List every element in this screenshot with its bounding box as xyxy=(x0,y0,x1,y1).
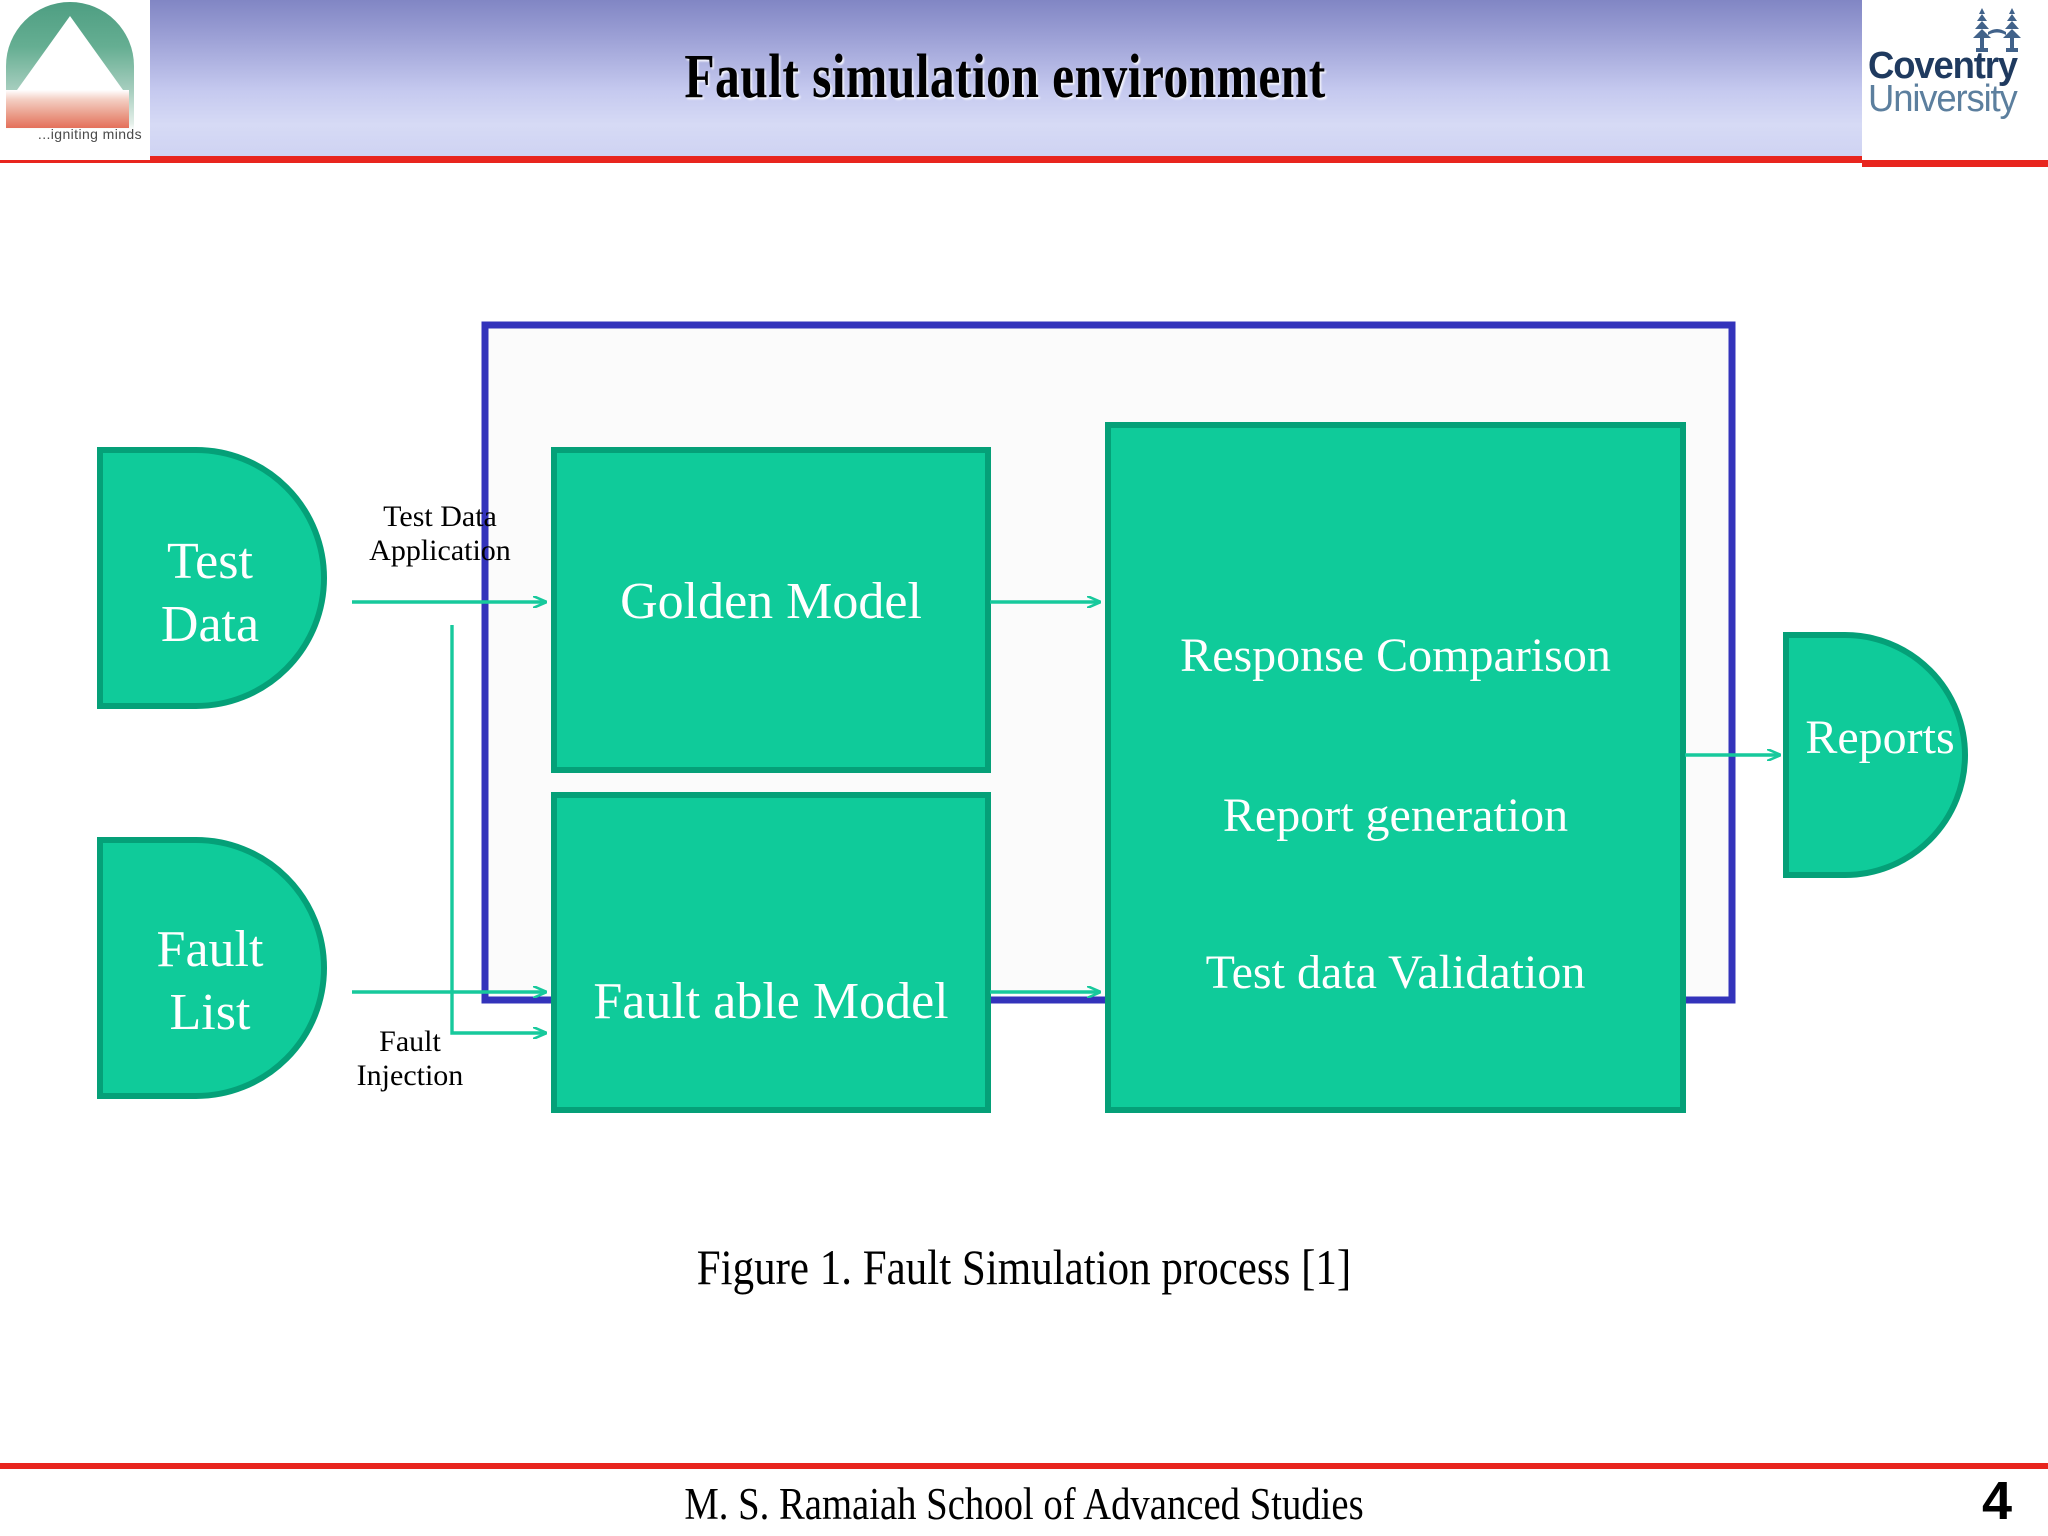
edge-label-fault-injection: Fault Injection xyxy=(356,1025,464,1092)
page-title: Fault simulation environment xyxy=(684,43,1326,111)
coventry-crest-icon xyxy=(1973,8,2021,52)
edge-test-data-branch-to-fault-able-model xyxy=(450,625,546,1033)
msrsas-logo: ...igniting minds xyxy=(0,0,150,160)
diagram-canvas xyxy=(97,321,1968,1113)
header-band xyxy=(148,0,1862,156)
msrsas-tagline: ...igniting minds xyxy=(37,126,142,142)
msrsas-triangle-shape xyxy=(17,16,123,90)
node-fault-able-model-shape xyxy=(551,792,991,1113)
footer-institution-name: M. S. Ramaiah School of Advanced Studies xyxy=(684,1479,1364,1529)
header-accent-rule-right xyxy=(1862,160,2048,167)
footer-accent-rule xyxy=(0,1463,2048,1469)
node-reports-shape xyxy=(1783,632,1968,878)
msrsas-red-bar-shape xyxy=(6,90,129,128)
coventry-wordmark-line2: University xyxy=(1868,78,2018,121)
figure-caption: Figure 1. Fault Simulation process [1] xyxy=(696,1239,1352,1295)
coventry-wordmark: Coventry University xyxy=(1868,45,2044,121)
node-golden-model-shape xyxy=(551,447,991,773)
page-number: 4 xyxy=(1981,1471,2012,1531)
node-analysis-block-shape xyxy=(1105,422,1686,1113)
edge-label-test-data-application: Test Data Application xyxy=(369,500,511,567)
fault-simulation-diagram: Test Data Fault List Golden Model Fault … xyxy=(0,170,2048,1300)
node-fault-list-shape xyxy=(97,837,327,1099)
header-accent-rule xyxy=(0,156,1862,163)
coventry-university-logo: Coventry University xyxy=(1862,0,2048,160)
coventry-wordmark-line1: Coventry xyxy=(1868,45,2018,87)
node-test-data-shape xyxy=(97,447,327,709)
